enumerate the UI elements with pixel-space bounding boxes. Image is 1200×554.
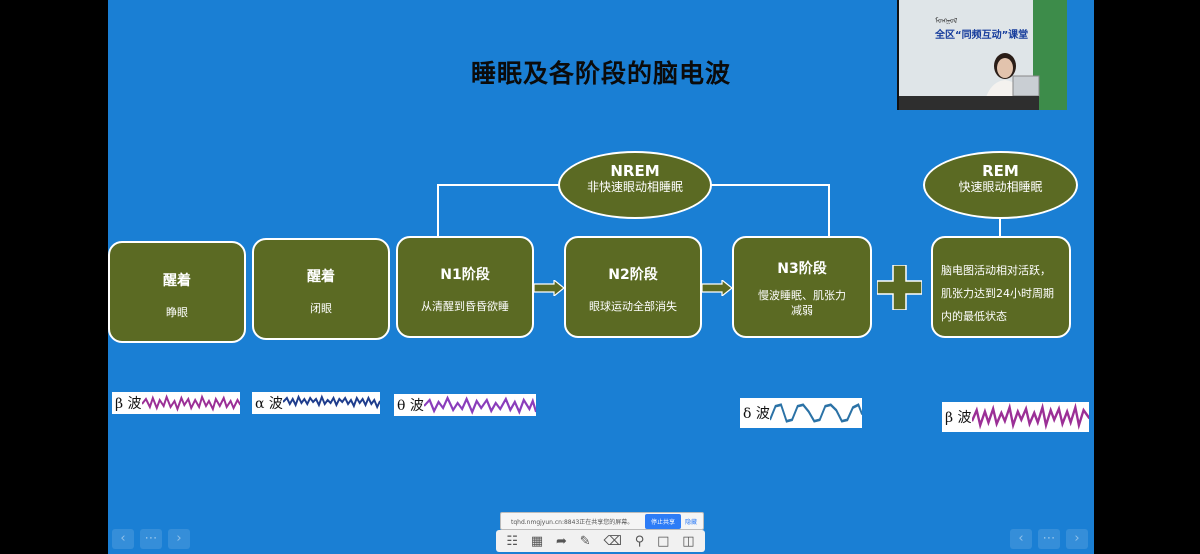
- stage-desc: 慢波睡眠、肌张力减弱: [758, 289, 846, 317]
- wave-beta-2: β 波: [942, 402, 1089, 432]
- webcam-video: ᠮᠣᠩᠭᠣᠯ 全区“同频互动”课堂: [897, 0, 1067, 110]
- wave-label: β 波: [115, 396, 142, 412]
- stage-awake-eyes-closed: 醒着 闭眼: [252, 238, 390, 340]
- wave-beta-1: β 波: [112, 392, 240, 414]
- webcam-desk: [899, 96, 1039, 110]
- stage-title: N1阶段: [440, 267, 490, 283]
- wave-alpha: α 波: [252, 392, 380, 414]
- wave-label: β 波: [945, 410, 972, 426]
- nrem-oval: NREM 非快速眼动相睡眠: [558, 151, 712, 219]
- screen-share-notice: tqhd.nmgjyun.cn:8843正在共享您的屏幕。 停止共享 隐藏: [500, 512, 704, 530]
- hide-button[interactable]: 隐藏: [684, 518, 697, 526]
- wave-trace: [769, 403, 862, 423]
- rem-subtitle: 快速眼动相睡眠: [958, 180, 1043, 194]
- nrem-connector-left: [437, 184, 439, 237]
- wave-trace: [282, 394, 380, 410]
- next-slide-button[interactable]: ›: [168, 529, 190, 549]
- stage-title: N2阶段: [608, 267, 658, 283]
- prev-slide-button-right[interactable]: ‹: [1010, 529, 1032, 549]
- wave-trace: [141, 394, 240, 412]
- stage-n1: N1阶段 从清醒到昏昏欲睡: [396, 236, 534, 338]
- wave-delta: δ 波: [740, 398, 862, 428]
- stage-n2: N2阶段 眼球运动全部消失: [564, 236, 702, 338]
- pointer-icon[interactable]: ➦: [556, 533, 567, 549]
- stage-desc: 从清醒到昏昏欲睡: [421, 300, 509, 313]
- slide-title: 睡眠及各阶段的脑电波: [470, 59, 731, 88]
- rem-oval: REM 快速眼动相睡眠: [923, 151, 1078, 219]
- nrem-connector-right: [828, 184, 830, 237]
- arrow-icon: [702, 280, 733, 296]
- stage-rem: 脑电图活动相对活跃，肌张力达到24小时周期内的最低状态: [931, 236, 1071, 338]
- pen-icon[interactable]: ✎: [579, 533, 591, 549]
- prev-slide-button[interactable]: ‹: [112, 529, 134, 549]
- annotation-toolbar: ☷ ▦ ➦ ✎ ⌫ ⚲ □ ◫: [496, 530, 705, 552]
- stage-desc: 眼球运动全部消失: [589, 300, 677, 313]
- eraser-icon[interactable]: ⌫: [603, 533, 622, 549]
- next-slide-button-right[interactable]: ›: [1066, 529, 1088, 549]
- rem-desc: 脑电图活动相对活跃，肌张力达到24小时周期内的最低状态: [941, 264, 1054, 323]
- arrow-icon: [534, 280, 565, 296]
- present-icon[interactable]: ◫: [682, 533, 695, 549]
- stage-title: 醒着: [307, 269, 335, 285]
- slide-menu-button[interactable]: ⋯: [140, 529, 162, 549]
- stop-share-button[interactable]: 停止共享: [644, 513, 681, 529]
- nrem-connector-top: [437, 184, 559, 186]
- nrem-connector-top-right: [710, 184, 830, 186]
- wave-trace: [971, 402, 1089, 430]
- webcam-sign-mongolian: ᠮᠣᠩᠭᠣᠯ: [935, 17, 958, 25]
- wave-label: θ 波: [397, 398, 424, 414]
- rem-title: REM: [982, 162, 1019, 180]
- webcam-sign-text: 全区“同频互动”课堂: [935, 30, 1029, 41]
- wave-label: α 波: [255, 396, 283, 412]
- slide-menu-button-right[interactable]: ⋯: [1038, 529, 1060, 549]
- comment-icon[interactable]: □: [657, 533, 670, 549]
- stage-awake-eyes-open: 醒着 睁眼: [108, 241, 246, 343]
- plus-icon: [877, 265, 922, 310]
- stage-desc: 闭眼: [310, 302, 332, 315]
- nrem-subtitle: 非快速眼动相睡眠: [586, 180, 683, 194]
- screen-share-icon[interactable]: ☷: [506, 533, 519, 549]
- stage-n3: N3阶段 慢波睡眠、肌张力减弱: [732, 236, 872, 338]
- search-icon[interactable]: ⚲: [634, 533, 645, 549]
- wave-trace: [423, 395, 536, 415]
- stage-title: N3阶段: [777, 261, 827, 277]
- wave-label: δ 波: [743, 406, 770, 422]
- wave-theta: θ 波: [394, 394, 536, 416]
- share-notice-text: tqhd.nmgjyun.cn:8843正在共享您的屏幕。: [511, 518, 634, 526]
- grid-icon[interactable]: ▦: [530, 533, 544, 549]
- rem-connector: [999, 218, 1001, 238]
- stage-title: 醒着: [163, 273, 191, 289]
- stage-desc: 睁眼: [166, 306, 188, 319]
- nrem-title: NREM: [610, 162, 660, 180]
